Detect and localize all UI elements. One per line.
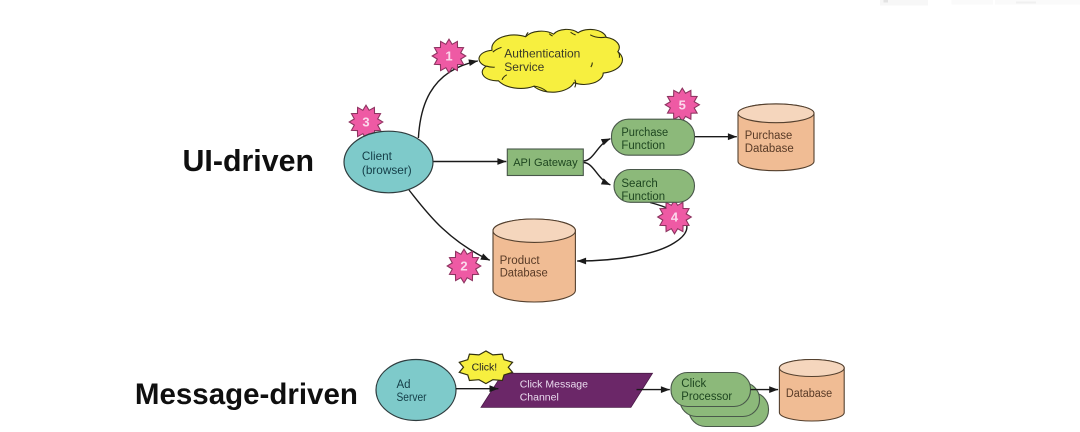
svg-text:Click Message: Click Message: [520, 379, 588, 391]
svg-text:Function: Function: [621, 140, 665, 152]
svg-text:2: 2: [460, 259, 467, 274]
svg-text:Database: Database: [786, 388, 832, 400]
svg-text:Purchase: Purchase: [621, 127, 668, 139]
svg-text:1: 1: [445, 49, 452, 64]
svg-text:Ad: Ad: [397, 379, 411, 391]
svg-text:Function: Function: [621, 191, 665, 203]
svg-text:3: 3: [362, 115, 369, 130]
svg-text:Click!: Click!: [472, 361, 498, 373]
svg-text:(browser): (browser): [362, 163, 412, 177]
svg-text:Click: Click: [681, 378, 706, 390]
svg-text:Message-driven: Message-driven: [135, 378, 358, 411]
svg-text:Channel: Channel: [520, 392, 559, 404]
svg-text:Processor: Processor: [681, 391, 732, 403]
svg-text:Service: Service: [504, 60, 544, 74]
svg-text:API Gateway: API Gateway: [513, 157, 578, 169]
svg-text:Database: Database: [745, 143, 794, 155]
svg-text:UI-driven: UI-driven: [183, 143, 315, 178]
svg-text:Purchase: Purchase: [745, 130, 793, 142]
svg-text:5: 5: [679, 97, 686, 112]
svg-text:Database: Database: [500, 267, 548, 279]
svg-text:Client: Client: [362, 149, 393, 163]
svg-text:Server: Server: [397, 392, 427, 404]
svg-text:Authentication: Authentication: [504, 47, 580, 61]
svg-text:4: 4: [671, 210, 679, 225]
svg-text:Product: Product: [500, 255, 541, 267]
svg-text:Search: Search: [621, 178, 657, 190]
